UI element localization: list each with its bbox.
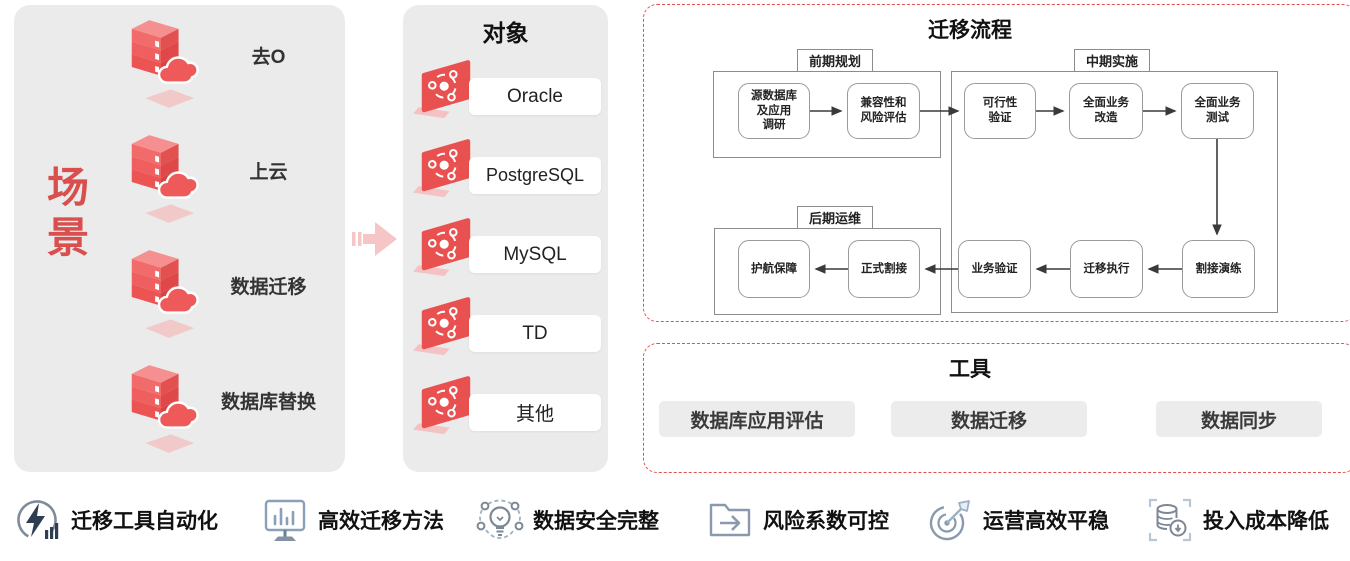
scenario-label: 数据库替换: [220, 392, 316, 413]
feature-label: 迁移工具自动化: [71, 510, 218, 533]
cost-reduce-icon: [1148, 498, 1192, 542]
object-label: MySQL: [469, 236, 601, 273]
flow-chart: 前期规划 中期实施 后期运维 源数据库 及应用 调研 兼容性和 风险评估 可行性…: [644, 5, 1350, 321]
tools-section: 工具 数据库应用评估 数据迁移 数据同步: [643, 343, 1350, 473]
flow-box-migration-execute: 迁移执行: [1070, 240, 1143, 298]
object-row: TD: [403, 299, 608, 365]
scenario-label: 上云: [249, 162, 288, 183]
scenario-label: 数据迁移: [230, 277, 307, 298]
stage-label-implementation: 中期实施: [1074, 49, 1150, 72]
scenario-row: 去O: [14, 18, 345, 118]
target-dart-icon: [929, 500, 970, 541]
scenario-label: 去O: [251, 47, 286, 68]
scenarios-title: 场景: [46, 164, 89, 261]
scenario-row: 数据迁移: [14, 248, 345, 348]
stage-label-planning: 前期规划: [797, 49, 873, 72]
object-label: 其他: [469, 394, 601, 431]
flow-box-business-test: 全面业务 测试: [1181, 83, 1254, 139]
object-label: TD: [469, 315, 601, 352]
bulb-network-icon: [476, 499, 524, 539]
tools-title: 工具: [949, 358, 991, 381]
server-cloud-icon: [130, 133, 199, 225]
object-label: Oracle: [469, 78, 601, 115]
feature-item: 运营高效平稳: [926, 492, 1109, 548]
object-row: Oracle: [403, 62, 608, 128]
scenario-row: 上云: [14, 133, 345, 233]
feature-label: 高效迁移方法: [318, 510, 444, 533]
server-cloud-icon: [130, 248, 199, 340]
pink-right-arrow-icon: [352, 222, 397, 256]
object-row: PostgreSQL: [403, 141, 608, 207]
stage-label-operation: 后期运维: [797, 206, 873, 229]
tool-button-data-migration[interactable]: 数据迁移: [891, 401, 1087, 437]
feature-item: 高效迁移方法: [261, 492, 444, 548]
folder-arrow-icon: [709, 503, 751, 537]
feature-item: 数据安全完整: [476, 492, 659, 548]
flow-box-risk-assessment: 兼容性和 风险评估: [847, 83, 920, 139]
flow-box-cutover-drill: 割接演练: [1182, 240, 1255, 298]
feature-label: 数据安全完整: [533, 510, 659, 533]
object-row: MySQL: [403, 220, 608, 286]
objects-panel: 对象 Oracle PostgreSQL MySQL TD 其他: [403, 5, 608, 472]
feature-label: 风险系数可控: [763, 510, 889, 533]
scenario-row: 数据库替换: [14, 363, 345, 463]
feature-item: 投入成本降低: [1146, 492, 1329, 548]
flow-box-business-verify: 业务验证: [958, 240, 1031, 298]
flow-box-escort-guarantee: 护航保障: [738, 240, 810, 298]
flow-box-feasibility: 可行性 验证: [964, 83, 1036, 139]
flow-box-source-research: 源数据库 及应用 调研: [738, 83, 810, 139]
object-label: PostgreSQL: [469, 157, 601, 194]
feature-label: 运营高效平稳: [983, 510, 1109, 533]
flow-title: 迁移流程: [928, 19, 1012, 42]
flow-box-business-rebuild: 全面业务 改造: [1069, 83, 1143, 139]
tool-button-data-sync[interactable]: 数据同步: [1156, 401, 1322, 437]
clock-lightning-icon: [17, 500, 59, 540]
monitor-chart-icon: [264, 499, 306, 541]
feature-item: 风险系数可控: [706, 492, 889, 548]
server-cloud-icon: [130, 363, 199, 455]
flow-arrows: [810, 106, 1222, 274]
object-row: 其他: [403, 378, 608, 444]
server-cloud-icon: [130, 18, 199, 110]
scenarios-panel: 场景 去O 上云 数据迁移 数据库替换: [14, 5, 345, 472]
flow-box-official-cutover: 正式割接: [848, 240, 920, 298]
feature-item: 迁移工具自动化: [14, 492, 218, 548]
tool-button-db-app-assessment[interactable]: 数据库应用评估: [659, 401, 855, 437]
migration-flow-section: 迁移流程 前期规划 中期实施 后期运维 源数据库 及应用 调研 兼容性和 风险评…: [643, 4, 1350, 322]
objects-title: 对象: [482, 20, 529, 46]
feature-label: 投入成本降低: [1203, 510, 1329, 533]
